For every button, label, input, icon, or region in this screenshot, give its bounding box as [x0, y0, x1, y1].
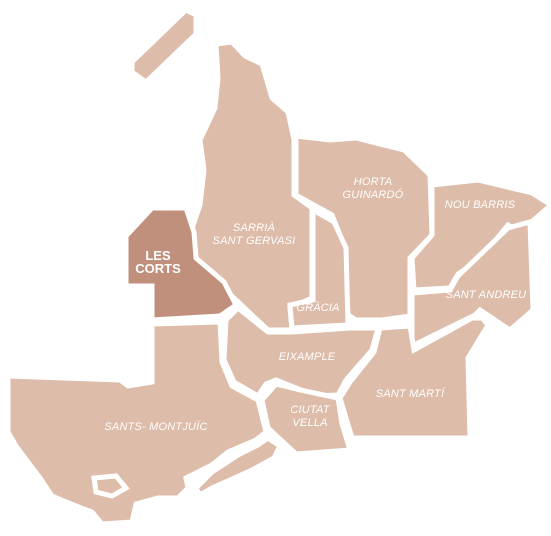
- svg-text:CIUTAT: CIUTAT: [290, 404, 330, 416]
- district-les-corts[interactable]: [123, 205, 240, 323]
- svg-text:NOU BARRIS: NOU BARRIS: [445, 199, 516, 211]
- svg-text:SANT ANDREU: SANT ANDREU: [446, 289, 527, 301]
- label-sant-andreu: SANT ANDREU: [446, 289, 527, 301]
- svg-text:SANTS- MONTJUÏC: SANTS- MONTJUÏC: [104, 421, 207, 433]
- svg-text:GRÀCIA: GRÀCIA: [296, 301, 339, 314]
- label-nou-barris: NOU BARRIS: [445, 199, 516, 211]
- district-eixample[interactable]: [221, 304, 382, 400]
- svg-text:SARRIÀ: SARRIÀ: [233, 221, 275, 234]
- svg-text:GUINARDÓ: GUINARDÓ: [343, 188, 404, 201]
- label-sarria-sant-gervasi: SARRIÀ SANT GERVASI: [213, 221, 296, 247]
- district-sant-andreu[interactable]: [409, 218, 536, 351]
- district-sant-marti[interactable]: [337, 315, 492, 441]
- district-port-piers[interactable]: [192, 434, 284, 499]
- svg-text:VELLA: VELLA: [292, 417, 327, 429]
- svg-text:HORTA: HORTA: [354, 176, 393, 188]
- label-sant-marti: SANT MARTÍ: [376, 387, 446, 400]
- district-gracia[interactable]: [287, 205, 351, 331]
- label-les-corts: LES CORTS: [135, 248, 181, 276]
- label-horta-guinardo: HORTA GUINARDÓ: [343, 176, 404, 201]
- district-sants-montjuic[interactable]: [5, 319, 269, 527]
- svg-text:LES: LES: [145, 248, 171, 263]
- label-ciutat-vella: CIUTAT VELLA: [290, 404, 330, 429]
- district-sarria-enclave[interactable]: [129, 6, 199, 86]
- label-eixample: EIXAMPLE: [279, 351, 336, 363]
- svg-text:CORTS: CORTS: [135, 261, 181, 276]
- label-gracia: GRÀCIA: [296, 301, 339, 314]
- label-sants-montjuic: SANTS- MONTJUÏC: [104, 421, 207, 433]
- district-ciutat-vella[interactable]: [259, 381, 354, 457]
- svg-text:SANT MARTÍ: SANT MARTÍ: [376, 387, 446, 400]
- svg-text:SANT GERVASI: SANT GERVASI: [213, 235, 296, 247]
- district-port-pier-lower[interactable]: [91, 473, 130, 499]
- svg-text:EIXAMPLE: EIXAMPLE: [279, 351, 336, 363]
